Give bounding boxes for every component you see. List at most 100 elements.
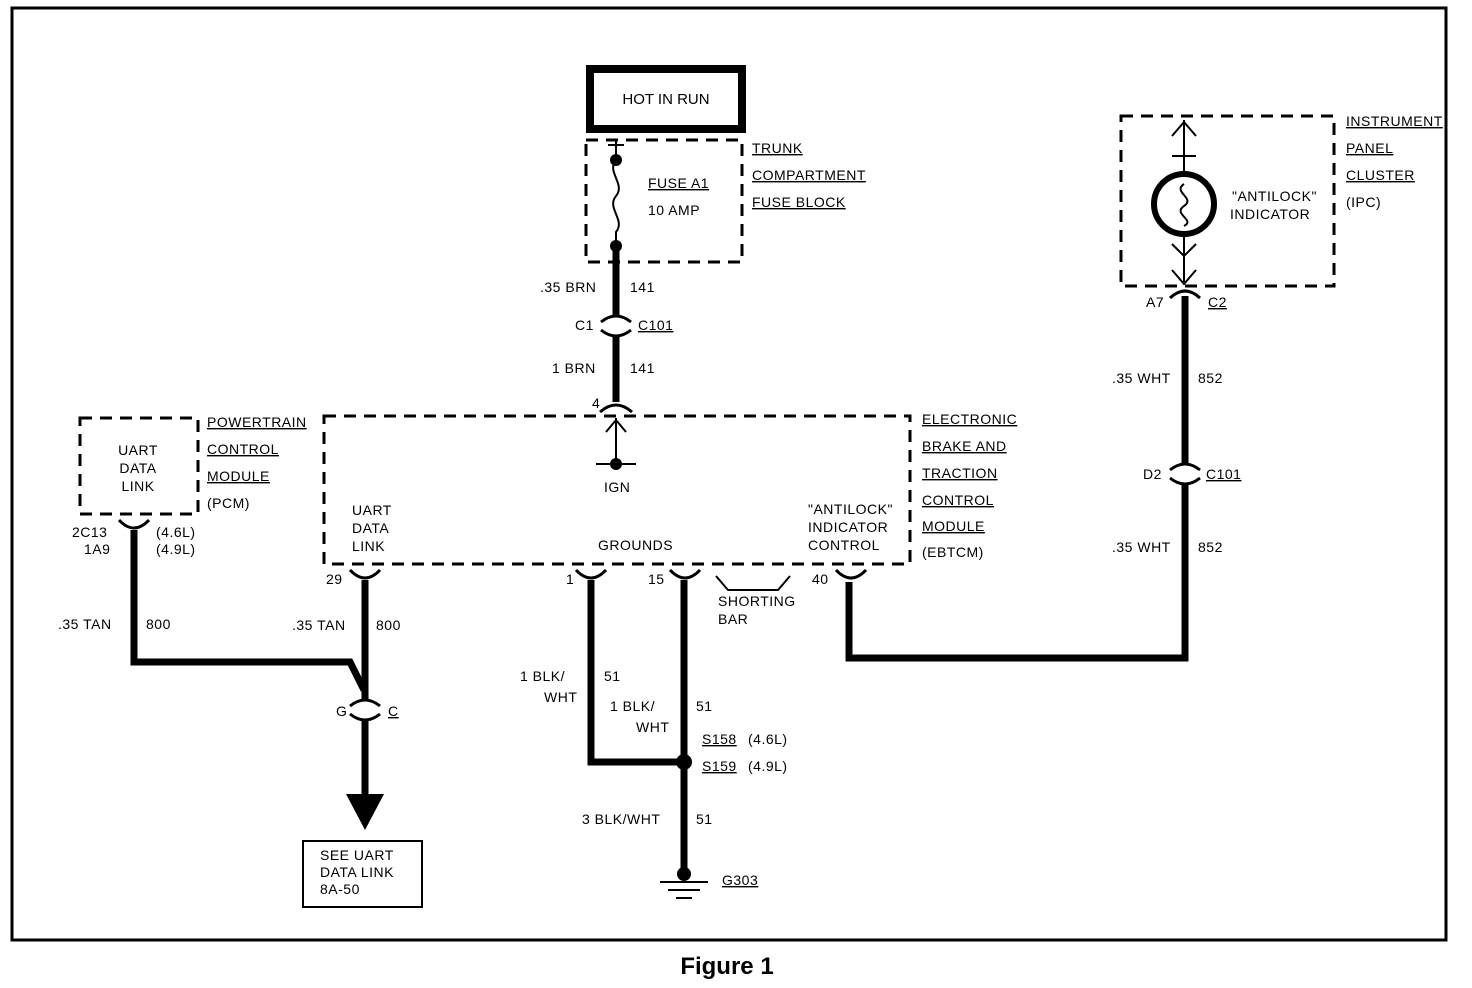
pcm-pin-line-2: 1A9: [84, 541, 110, 557]
fuse-element-icon: [612, 159, 620, 246]
uart-ref-line-2: DATA LINK: [320, 864, 394, 880]
wire-51-ground-2-gauge-line-1: 1 BLK/: [610, 698, 655, 714]
fuse-name: FUSE A1: [648, 175, 709, 191]
ebtcm-name-line-5: MODULE: [922, 518, 985, 534]
c101-right-name: C101: [1206, 466, 1241, 482]
connector-g-pin: G: [336, 703, 347, 719]
ipc-connector: C2: [1208, 294, 1227, 310]
ebtcm-ign-pin: 4: [592, 395, 600, 411]
pcm-name-line-2: CONTROL: [207, 441, 279, 457]
figure-caption: Figure 1: [680, 953, 773, 980]
wire-800-pcm: [130, 530, 368, 692]
ebtcm-pin-29-terminal: [348, 568, 382, 580]
pcm-name-line-3: MODULE: [207, 468, 270, 484]
ebtcm-name-line-6: (EBTCM): [922, 544, 984, 560]
wire-51-main-gauge: 3 BLK/WHT: [582, 811, 660, 827]
ipc-name-line-1: INSTRUMENT: [1346, 113, 1443, 129]
ebtcm-antilock-line-2: INDICATOR: [808, 519, 888, 535]
hot-in-run-box: HOT IN RUN: [586, 65, 746, 133]
wire-141-lower-gauge: 1 BRN: [552, 360, 596, 376]
ebtcm-name-line-4: CONTROL: [922, 492, 994, 508]
pcm-engine-line-2: (4.9L): [156, 541, 196, 557]
wire-852-upper-gauge: .35 WHT: [1112, 370, 1171, 386]
fuse-block: FUSE A1 10 AMP TRUNK COMPARTMENT FUSE BL…: [584, 138, 866, 264]
pcm-uart-line-2: DATA: [119, 460, 156, 476]
arrow-down-icon: [346, 794, 384, 830]
ebtcm-antilock-line-1: "ANTILOCK": [808, 501, 893, 517]
splice-1-engine: (4.6L): [748, 731, 788, 747]
wire-141-lower-circuit: 141: [630, 360, 655, 376]
ebtcm-uart-line-1: UART: [352, 502, 392, 518]
wire-800-pcm-circuit: 800: [146, 616, 171, 632]
ipc-indicator-line-2: INDICATOR: [1230, 206, 1310, 222]
fuse-block-name-line-2: COMPARTMENT: [752, 167, 866, 183]
splice-1-name: S158: [702, 731, 737, 747]
wire-852-lower: [845, 484, 1189, 662]
hot-in-run-label: HOT IN RUN: [622, 91, 709, 108]
wire-51-ground-1: [587, 580, 684, 766]
ebtcm-pin-15: 15: [648, 571, 665, 587]
ebtcm-antilock-line-3: CONTROL: [808, 537, 880, 553]
antilock-indicator-bulb-icon: [1151, 171, 1217, 237]
wire-51-main-circuit: 51: [696, 811, 713, 827]
ebtcm-pin-29: 29: [326, 571, 343, 587]
wire-800-pcm-gauge: .35 TAN: [58, 616, 112, 632]
wire-51-ground-1-gauge-line-2: WHT: [544, 689, 577, 705]
splice-2-engine: (4.9L): [748, 758, 788, 774]
ground-g303: G303: [660, 867, 758, 899]
ebtcm-uart-line-3: LINK: [352, 538, 385, 554]
connector-g-name: C: [388, 703, 399, 719]
shorting-bar-line-1: SHORTING: [718, 593, 796, 609]
shorting-bar-icon: [715, 575, 791, 591]
ebtcm-pin-40: 40: [812, 571, 829, 587]
ipc-connector-terminal: [1168, 289, 1202, 300]
wire-800-ebtcm-circuit: 800: [376, 617, 401, 633]
fuse-block-name-line-1: TRUNK: [752, 140, 803, 156]
ipc-name-line-3: CLUSTER: [1346, 167, 1415, 183]
wire-852-lower-circuit: 852: [1198, 539, 1223, 555]
connector-c101-top: C1 C101: [575, 314, 673, 338]
ebtcm-name-line-3: TRACTION: [922, 465, 998, 481]
uart-reference-box: SEE UART DATA LINK 8A-50: [302, 840, 423, 908]
pcm-name-line-4: (PCM): [207, 495, 250, 511]
ebtcm-grounds-label: GROUNDS: [598, 537, 673, 553]
fuse-rating: 10 AMP: [648, 202, 700, 218]
ipc-pin: A7: [1146, 294, 1164, 310]
ebtcm-uart-line-2: DATA: [352, 520, 389, 536]
ebtcm-ign-label: IGN: [604, 479, 630, 495]
ebtcm-pin-40-terminal: [834, 568, 868, 580]
c101-right-pin: D2: [1143, 466, 1162, 482]
wire-51-ground-2-circuit: 51: [696, 698, 713, 714]
pcm-uart-line-1: UART: [118, 442, 158, 458]
ebtcm-module: 4 IGN UART DATA LINK GROUNDS "ANTILOCK" …: [322, 395, 1017, 627]
pcm-engine-line-1: (4.6L): [156, 524, 196, 540]
wire-852-lower-gauge: .35 WHT: [1112, 539, 1171, 555]
pcm-uart-line-3: LINK: [121, 478, 154, 494]
splice-2-name: S159: [702, 758, 737, 774]
ebtcm-pin-1: 1: [566, 571, 574, 587]
uart-ref-line-1: SEE UART: [320, 847, 394, 863]
wire-51-ground-1-circuit: 51: [604, 668, 621, 684]
ipc-name-line-4: (IPC): [1346, 194, 1381, 210]
ipc-indicator-line-1: "ANTILOCK": [1232, 188, 1317, 204]
connector-g: G C: [336, 698, 399, 722]
wire-141-upper-circuit: 141: [630, 279, 655, 295]
pcm-pin-line-1: 2C13: [72, 524, 107, 540]
pcm-module: UART DATA LINK POWERTRAIN CONTROL MODULE…: [72, 414, 307, 557]
ground-point-name: G303: [722, 872, 758, 888]
wire-141-upper-gauge: .35 BRN: [540, 279, 596, 295]
ebtcm-pin-1-terminal: [574, 568, 608, 580]
c101-top-pin: C1: [575, 317, 594, 333]
pcm-name-line-1: POWERTRAIN: [207, 414, 307, 430]
diagram-frame: [10, 6, 1448, 942]
ipc-name-line-2: PANEL: [1346, 140, 1393, 156]
ebtcm-name-line-1: ELECTRONIC: [922, 411, 1017, 427]
uart-ref-line-3: 8A-50: [320, 881, 360, 897]
shorting-bar-line-2: BAR: [718, 611, 748, 627]
fuse-block-name-line-3: FUSE BLOCK: [752, 194, 846, 210]
ebtcm-pin-15-terminal: [668, 568, 702, 580]
connector-c101-right: D2 C101: [1143, 462, 1241, 486]
ebtcm-name-line-2: BRAKE AND: [922, 438, 1007, 454]
wire-800-ebtcm-gauge: .35 TAN: [292, 617, 346, 633]
